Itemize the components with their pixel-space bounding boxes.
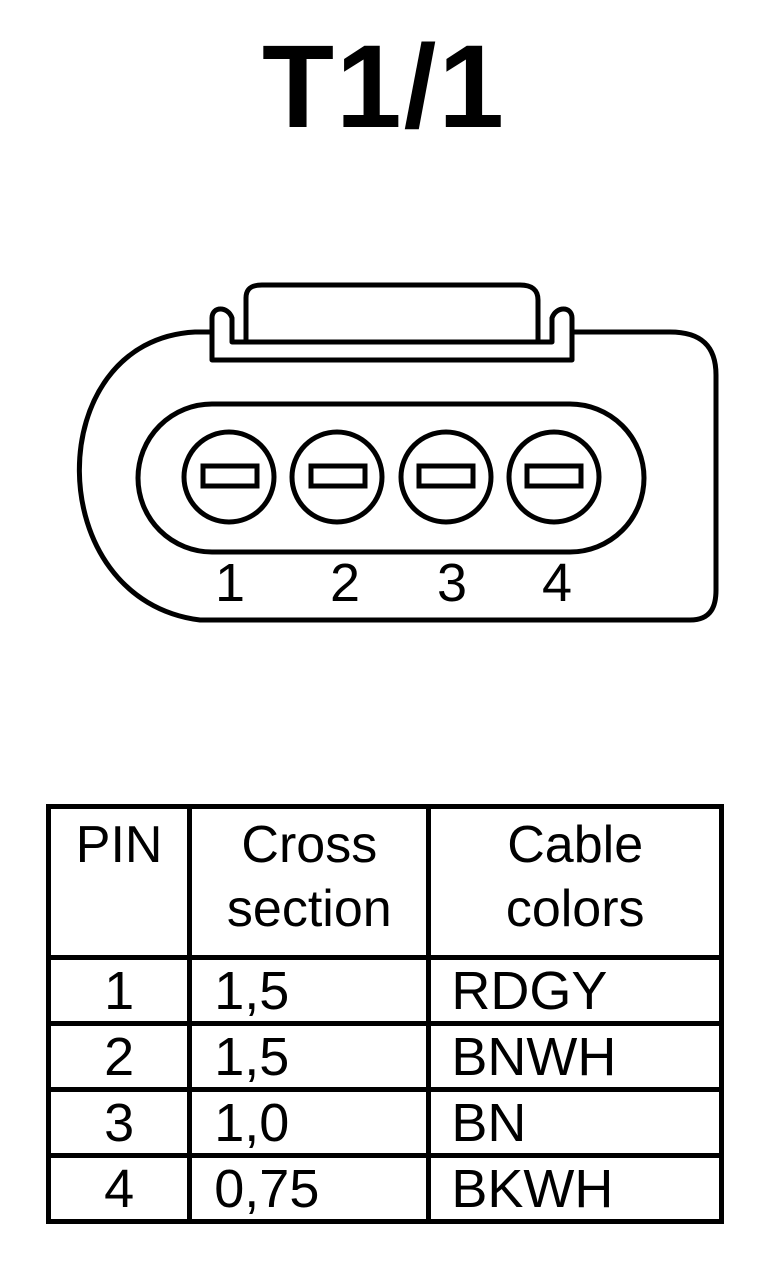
row-pin: 3 <box>45 1087 193 1158</box>
row-cable-color: RDGY <box>426 955 724 1026</box>
row-cross-section: 1,5 <box>187 1021 432 1092</box>
row-cross-section: 0,75 <box>187 1153 432 1224</box>
pin-cavity <box>135 401 647 555</box>
row-pin: 2 <box>45 1021 193 1092</box>
pin-1 <box>181 429 277 525</box>
row-cable-color: BNWH <box>426 1021 724 1092</box>
row-cable-color: BKWH <box>426 1153 724 1224</box>
pin-label-1: 1 <box>215 553 245 613</box>
header-cross-section-line1: Cross <box>241 816 378 874</box>
header-cross-section-line2: section <box>226 880 392 938</box>
pin-label-2: 2 <box>330 553 360 613</box>
header-cross-section: Cross section <box>187 804 432 960</box>
row-cross-section: 1,0 <box>187 1087 432 1158</box>
connector-diagram: 1 2 3 4 <box>76 282 719 623</box>
row-pin: 4 <box>45 1153 193 1224</box>
row-pin: 1 <box>45 955 193 1026</box>
table-row: 2 1,5 BNWH <box>45 1021 724 1092</box>
latch-top <box>243 282 541 342</box>
table-header-row: PIN Cross section Cable colors <box>45 804 724 960</box>
connector-title: T1/1 <box>261 21 507 153</box>
header-cable-colors: Cable colors <box>426 804 724 960</box>
header-cable-colors-line2: colors <box>505 880 645 938</box>
locking-latch <box>209 306 575 363</box>
pin-2 <box>289 429 385 525</box>
table-row: 4 0,75 BKWH <box>45 1153 724 1224</box>
table-row: 3 1,0 BN <box>45 1087 724 1158</box>
pin-assignment-table: PIN Cross section Cable colors 1 1,5 RDG… <box>45 804 724 1224</box>
pin-label-3: 3 <box>437 553 467 613</box>
row-cross-section: 1,5 <box>187 955 432 1026</box>
connector-housing <box>76 329 719 623</box>
row-cable-color: BN <box>426 1087 724 1158</box>
pin-3 <box>398 429 494 525</box>
header-pin: PIN <box>45 804 193 960</box>
table-row: 1 1,5 RDGY <box>45 955 724 1026</box>
header-cable-colors-line1: Cable <box>507 816 644 874</box>
pin-4 <box>506 429 602 525</box>
pin-label-4: 4 <box>542 553 572 613</box>
